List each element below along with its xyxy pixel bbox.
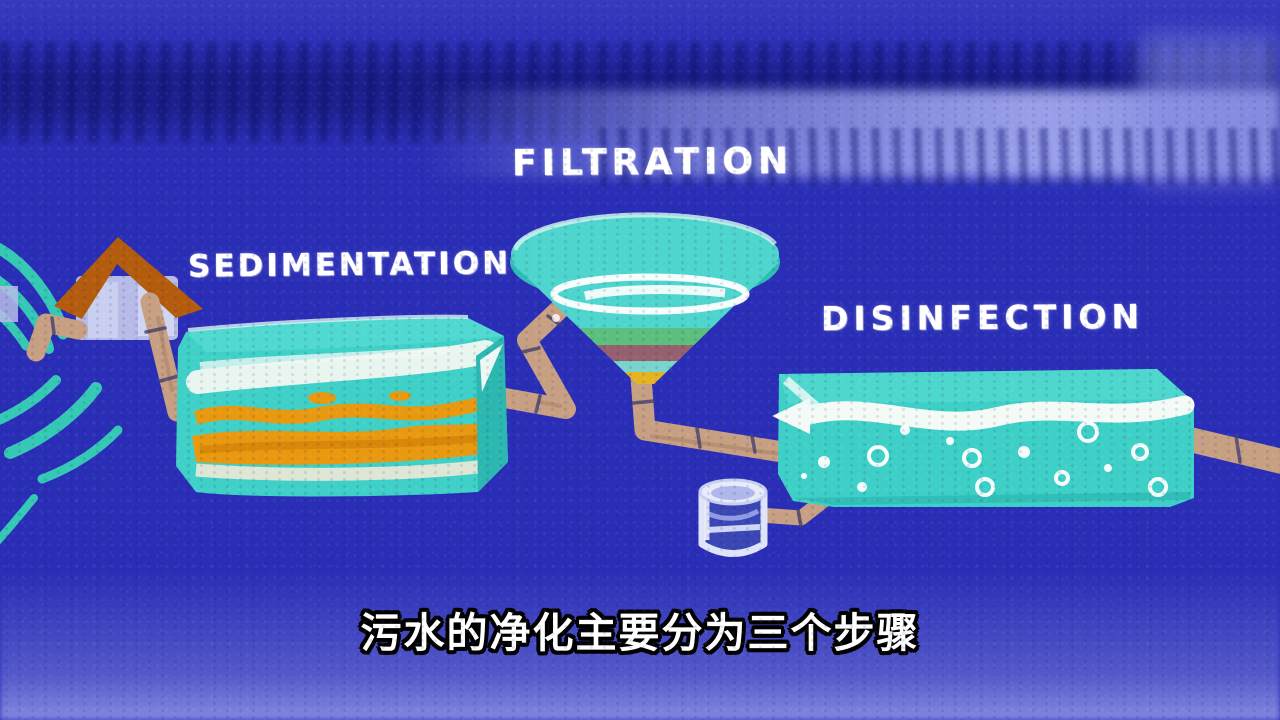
pipe-sedimentation-to-filtration <box>495 295 576 419</box>
bubble-dots <box>801 425 1112 492</box>
water-surface <box>186 340 498 394</box>
sediment-wave <box>193 393 496 425</box>
pipe-house-to-sedimentation <box>140 292 187 422</box>
pipe-joints <box>50 314 1242 528</box>
filtration-funnel <box>510 212 780 384</box>
chemical-container-icon <box>698 478 768 557</box>
pipe-filtration-outlet <box>630 367 800 464</box>
flow-arrow-icon <box>772 398 810 434</box>
subtitle-caption: 污水的净化主要分为三个步骤 <box>360 609 920 657</box>
disinfection-label: DISINFECTION <box>820 296 1145 339</box>
pipe-icons <box>26 292 1280 528</box>
paint-smudge <box>0 286 18 322</box>
swirl-highlight <box>550 273 750 315</box>
water-surface <box>796 395 1195 431</box>
filtration-label: FILTRATION <box>511 140 794 185</box>
bubbles <box>867 421 1168 497</box>
pipe-house-inlet <box>26 313 88 362</box>
disinfection-tank <box>772 369 1195 507</box>
sedimentation-label: SEDIMENTATION <box>187 245 512 285</box>
house-roof <box>54 237 203 319</box>
sedimentation-tank <box>176 314 508 497</box>
